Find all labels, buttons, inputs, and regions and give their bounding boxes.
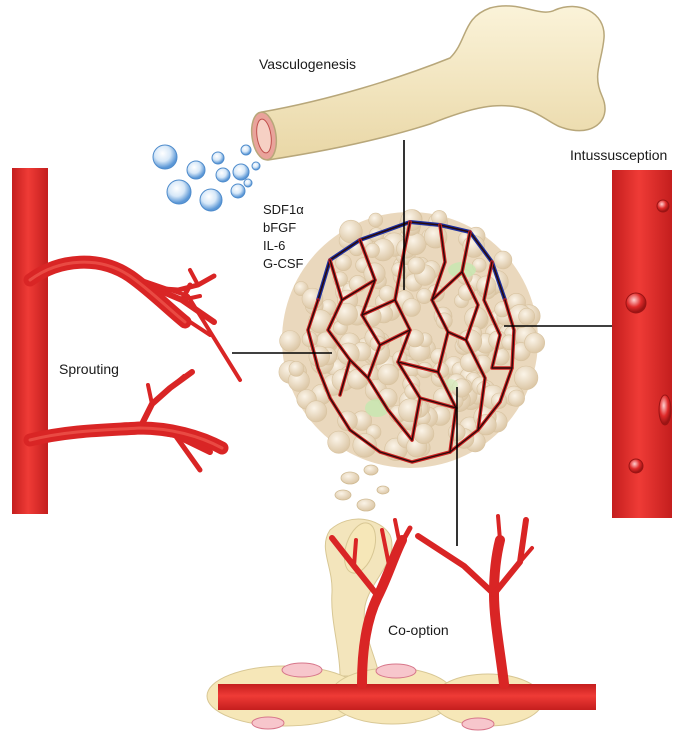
- tumor-cell: [494, 251, 512, 269]
- tumor-cell: [306, 401, 327, 422]
- factor-gcsf: G-CSF: [263, 255, 304, 273]
- tumor-cell: [508, 390, 524, 406]
- factor-bfgf: bFGF: [263, 219, 304, 237]
- tumor-cell: [417, 289, 432, 304]
- tumor-icon: [279, 210, 545, 469]
- label-vasculogenesis: Vasculogenesis: [259, 57, 356, 71]
- stem-cell-bubbles: [153, 145, 260, 211]
- bone-icon: [249, 6, 605, 162]
- tumor-cell: [289, 361, 304, 376]
- tumor-cell: [328, 431, 350, 453]
- factor-sdf1a: SDF1α: [263, 201, 304, 219]
- label-intussusception: Intussusception: [570, 148, 667, 162]
- tumor-cell: [525, 333, 545, 353]
- label-cooption: Co-option: [388, 623, 449, 637]
- intussusception-vessel-icon: [612, 170, 672, 518]
- tumor-cell: [369, 213, 383, 227]
- tumor-cell: [414, 424, 434, 444]
- tumor-cell: [408, 257, 425, 274]
- tumor-cell: [519, 308, 535, 324]
- co-option-icon: [207, 465, 596, 730]
- tumor-cell: [280, 331, 301, 352]
- label-sprouting: Sprouting: [59, 362, 119, 376]
- factor-il6: IL-6: [263, 237, 304, 255]
- sprouting-vessel-icon: [12, 168, 240, 514]
- migrating-tumor-cells: [335, 465, 389, 511]
- tumor-cell: [514, 366, 538, 390]
- tumor-cell: [378, 364, 399, 385]
- growth-factor-list: SDF1α bFGF IL-6 G-CSF: [263, 201, 304, 273]
- tumor-cell: [403, 299, 421, 317]
